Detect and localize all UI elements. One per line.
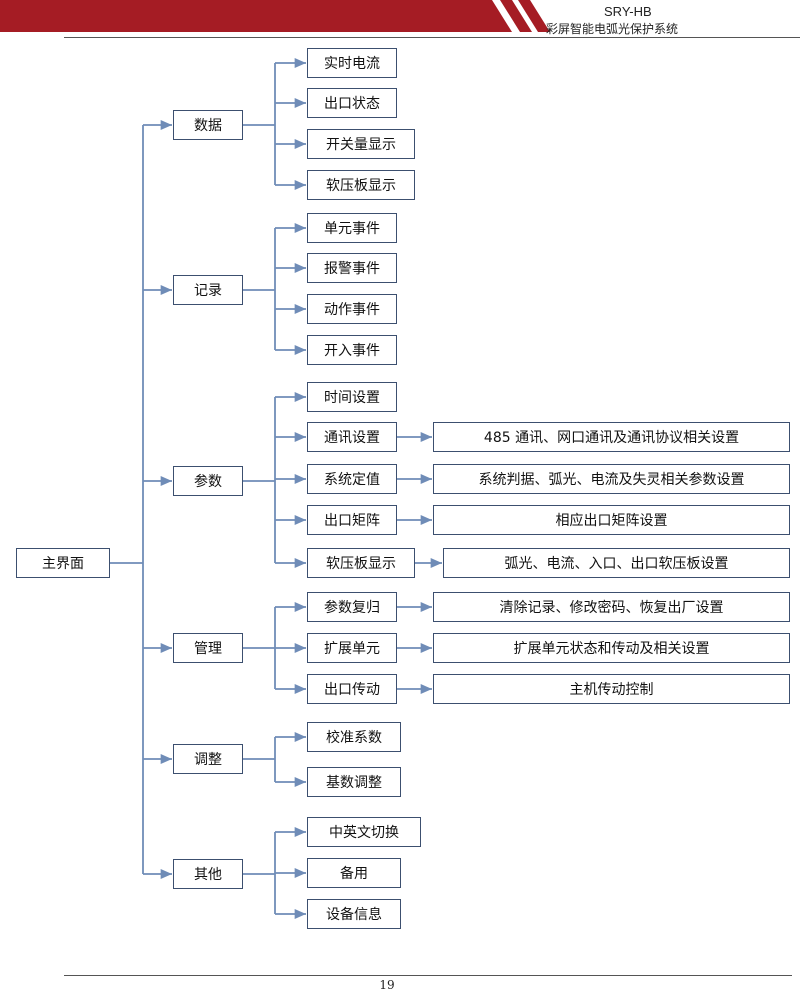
group-node-4-label: 调整 xyxy=(194,752,222,768)
item-node-1-3-label: 开入事件 xyxy=(324,343,380,359)
group-node-0: 数据 xyxy=(173,110,243,140)
detail-node-3-2: 主机传动控制 xyxy=(433,674,790,704)
root-node-label: 主界面 xyxy=(42,556,84,572)
item-node-1-1-label: 报警事件 xyxy=(324,261,380,277)
item-node-1-3: 开入事件 xyxy=(307,335,397,365)
group-node-4: 调整 xyxy=(173,744,243,774)
group-node-0-label: 数据 xyxy=(194,118,222,134)
group-node-5-label: 其他 xyxy=(194,867,222,883)
item-node-4-0: 校准系数 xyxy=(307,722,401,752)
header-stripes xyxy=(0,0,550,32)
item-node-0-1-label: 出口状态 xyxy=(324,96,380,112)
item-node-2-3: 出口矩阵 xyxy=(307,505,397,535)
detail-node-2-2-label: 系统判据、弧光、电流及失灵相关参数设置 xyxy=(478,472,745,488)
detail-node-3-2-label: 主机传动控制 xyxy=(569,682,654,698)
detail-node-2-1: 485 通讯、网口通讯及通讯协议相关设置 xyxy=(433,422,790,452)
group-node-5: 其他 xyxy=(173,859,243,889)
item-node-3-0: 参数复归 xyxy=(307,592,397,622)
detail-node-3-1: 扩展单元状态和传动及相关设置 xyxy=(433,633,790,663)
detail-node-3-0: 清除记录、修改密码、恢复出厂设置 xyxy=(433,592,790,622)
root-node: 主界面 xyxy=(16,548,110,578)
item-node-1-1: 报警事件 xyxy=(307,253,397,283)
item-node-1-0-label: 单元事件 xyxy=(324,221,380,237)
group-node-3-label: 管理 xyxy=(194,641,222,657)
item-node-4-1-label: 基数调整 xyxy=(326,775,382,791)
item-node-1-2: 动作事件 xyxy=(307,294,397,324)
item-node-1-0: 单元事件 xyxy=(307,213,397,243)
detail-node-2-4: 弧光、电流、入口、出口软压板设置 xyxy=(443,548,790,578)
item-node-2-1-label: 通讯设置 xyxy=(324,430,380,446)
item-node-0-0-label: 实时电流 xyxy=(324,56,380,72)
group-node-3: 管理 xyxy=(173,633,243,663)
item-node-4-1: 基数调整 xyxy=(307,767,401,797)
item-node-2-0-label: 时间设置 xyxy=(324,390,380,406)
item-node-2-2-label: 系统定值 xyxy=(324,472,380,488)
item-node-3-0-label: 参数复归 xyxy=(324,600,380,616)
item-node-5-1-label: 备用 xyxy=(340,866,368,882)
item-node-2-3-label: 出口矩阵 xyxy=(324,513,380,529)
item-node-3-1-label: 扩展单元 xyxy=(324,641,380,657)
group-node-1-label: 记录 xyxy=(194,283,222,299)
item-node-4-0-label: 校准系数 xyxy=(326,730,382,746)
item-node-0-3: 软压板显示 xyxy=(307,170,415,200)
item-node-5-1: 备用 xyxy=(307,858,401,888)
item-node-2-4: 软压板显示 xyxy=(307,548,415,578)
detail-node-3-0-label: 清除记录、修改密码、恢复出厂设置 xyxy=(499,600,724,616)
item-node-0-3-label: 软压板显示 xyxy=(326,178,396,194)
header-model: SRY-HB xyxy=(604,4,652,19)
group-node-1: 记录 xyxy=(173,275,243,305)
detail-node-3-1-label: 扩展单元状态和传动及相关设置 xyxy=(513,641,710,657)
item-node-3-2: 出口传动 xyxy=(307,674,397,704)
item-node-2-2: 系统定值 xyxy=(307,464,397,494)
item-node-2-0: 时间设置 xyxy=(307,382,397,412)
item-node-5-2-label: 设备信息 xyxy=(326,907,382,923)
item-node-2-1: 通讯设置 xyxy=(307,422,397,452)
item-node-0-2: 开关量显示 xyxy=(307,129,415,159)
header-rule xyxy=(64,37,800,38)
detail-node-2-2: 系统判据、弧光、电流及失灵相关参数设置 xyxy=(433,464,790,494)
item-node-0-1: 出口状态 xyxy=(307,88,397,118)
item-node-5-2: 设备信息 xyxy=(307,899,401,929)
item-node-2-4-label: 软压板显示 xyxy=(326,556,396,572)
group-node-2: 参数 xyxy=(173,466,243,496)
detail-node-2-1-label: 485 通讯、网口通讯及通讯协议相关设置 xyxy=(483,430,740,446)
item-node-0-0: 实时电流 xyxy=(307,48,397,78)
item-node-3-1: 扩展单元 xyxy=(307,633,397,663)
group-node-2-label: 参数 xyxy=(194,474,222,490)
footer-rule xyxy=(64,975,792,976)
detail-node-2-3-label: 相应出口矩阵设置 xyxy=(555,513,668,529)
page-number: 19 xyxy=(379,978,395,992)
detail-node-2-3: 相应出口矩阵设置 xyxy=(433,505,790,535)
item-node-5-0-label: 中英文切换 xyxy=(329,825,399,841)
header-band xyxy=(0,0,800,38)
item-node-5-0: 中英文切换 xyxy=(307,817,421,847)
item-node-0-2-label: 开关量显示 xyxy=(326,137,396,153)
detail-node-2-4-label: 弧光、电流、入口、出口软压板设置 xyxy=(504,556,729,572)
item-node-3-2-label: 出口传动 xyxy=(324,682,380,698)
header-subtitle: 彩屏智能电弧光保护系统 xyxy=(546,22,679,36)
item-node-1-2-label: 动作事件 xyxy=(324,302,380,318)
